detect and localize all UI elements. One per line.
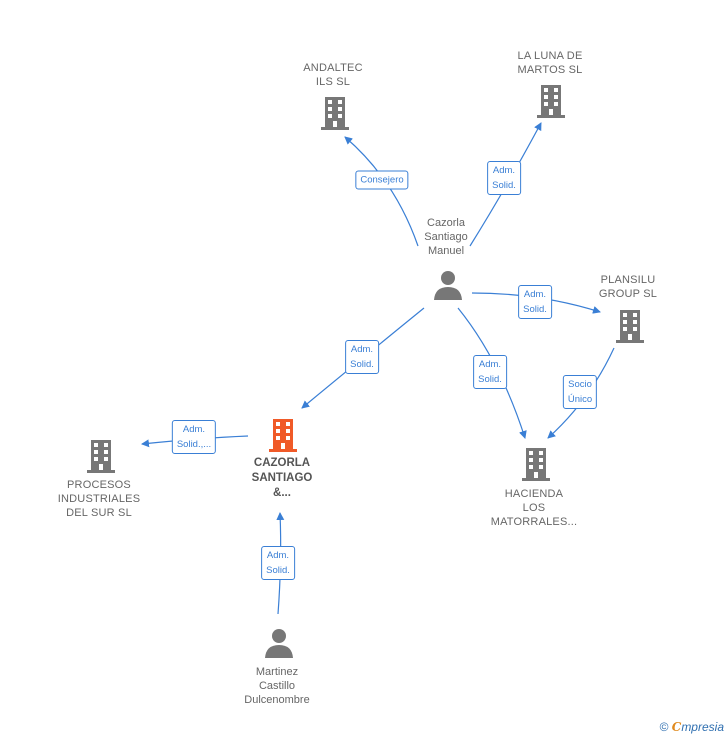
- node-label-cazorla-person[interactable]: Cazorla Santiago Manuel: [424, 217, 468, 257]
- node-label-plansilu[interactable]: PLANSILU GROUP SL: [598, 274, 658, 300]
- node-label-laluna[interactable]: LA LUNA DE MARTOS SL: [517, 50, 583, 76]
- brand-name: mpresia: [681, 720, 724, 734]
- edge-label-adm-cazorla-co[interactable]: Adm. Solid.: [345, 340, 379, 374]
- edge-label-adm-martinez[interactable]: Adm. Solid.: [261, 546, 295, 580]
- copyright-icon: ©: [659, 720, 669, 734]
- edge-consejero: [344, 136, 419, 247]
- brand-logo-initial: C: [671, 720, 682, 734]
- edge-label-consejero[interactable]: Consejero: [355, 170, 409, 190]
- building-icon[interactable]: [536, 84, 566, 118]
- node-label-cazorla-company[interactable]: CAZORLA SANTIAGO &...: [251, 457, 313, 499]
- node-label-andaltec[interactable]: ANDALTEC ILS SL: [303, 62, 363, 88]
- building-icon[interactable]: [521, 447, 551, 481]
- person-icon[interactable]: [433, 270, 463, 300]
- edge-label-adm-hacienda[interactable]: Adm. Solid.: [473, 355, 507, 389]
- building-icon[interactable]: [86, 439, 116, 473]
- edge-label-adm-laluna[interactable]: Adm. Solid.: [487, 161, 521, 195]
- building-icon[interactable]: [320, 96, 350, 130]
- node-label-procesos[interactable]: PROCESOS INDUSTRIALES DEL SUR SL: [57, 479, 141, 519]
- person-icon[interactable]: [264, 628, 294, 658]
- brand-footer: © Cmpresia: [660, 720, 724, 734]
- edge-label-adm-procesos[interactable]: Adm. Solid.,...: [171, 420, 217, 454]
- node-label-hacienda[interactable]: HACIENDA LOS MATORRALES...: [490, 488, 578, 528]
- edge-label-adm-plansilu[interactable]: Adm. Solid.: [518, 285, 552, 319]
- node-label-martinez[interactable]: Martinez Castillo Dulcenombre: [244, 666, 310, 706]
- building-icon-highlighted[interactable]: [268, 418, 298, 452]
- building-icon[interactable]: [615, 309, 645, 343]
- edge-label-socio-unico[interactable]: Socio Único: [562, 375, 598, 409]
